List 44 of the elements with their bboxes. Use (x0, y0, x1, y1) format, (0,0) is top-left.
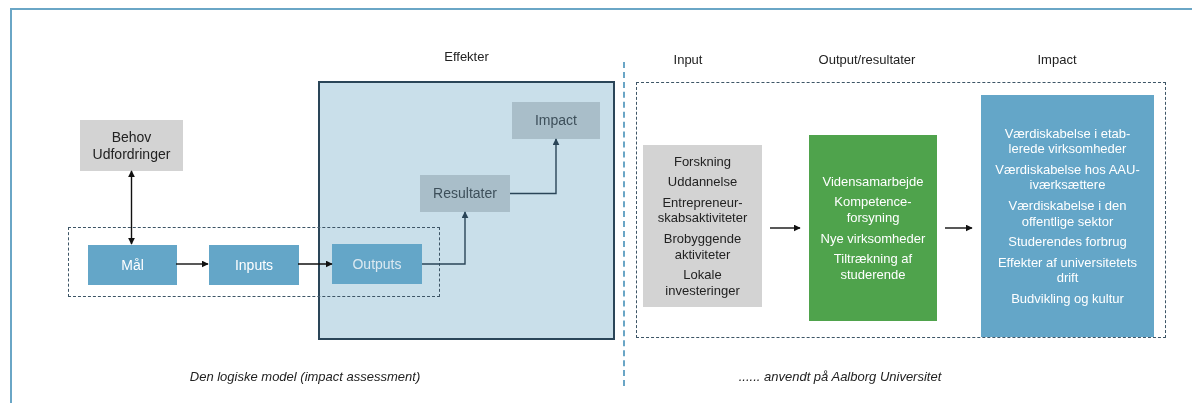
column-heading: Input (673, 52, 703, 67)
output-list-box (809, 135, 937, 321)
box-label: Inputs (234, 256, 274, 274)
list-item-text: Entrepreneur- skabsaktiviteter (656, 194, 749, 226)
list-item-text: Forskning (673, 153, 732, 170)
panel-heading: Effekter (444, 49, 489, 64)
list-item-text: Brobyggende aktiviteter (662, 231, 743, 263)
caption-text: ...... anvendt på Aalborg Universitet (738, 369, 942, 384)
process-box (209, 245, 299, 285)
arrow (175, 260, 209, 268)
box-label: Behov Udfordringer (91, 128, 172, 163)
input-list-box (643, 145, 762, 307)
list-item-text: Vidensamarbejde (822, 173, 924, 190)
list-item-text: Tiltrækning af studerende (832, 251, 914, 283)
list-item-text: Nye virksomheder (820, 230, 926, 247)
list-item-text: Værdiskabelse i den offentlige sektor (1007, 197, 1128, 230)
list-item-text: Værdiskabelse hos AAU-iværksættere (994, 161, 1141, 193)
list-item-text: Budvikling og kultur (1011, 290, 1124, 307)
box-label: Impact (535, 112, 577, 129)
process-box (512, 102, 600, 139)
list-item-text: Lokale investeringer (664, 267, 741, 299)
box-label: Mål (121, 256, 144, 274)
arrow (769, 224, 801, 232)
list-item-text: Uddannelse (667, 174, 738, 190)
list-item-text: Studerendes forbrug (1008, 234, 1127, 250)
arrow (297, 260, 333, 268)
box-label: Resultater (433, 185, 497, 202)
list-item-text: Værdiskabelse i etab- lerede virksomheder (1003, 125, 1132, 157)
arrow (128, 170, 135, 245)
column-heading: Impact (1037, 52, 1077, 67)
caption-text: Den logiske model (impact assessment) (189, 369, 421, 384)
column-heading: Output/resultater (818, 52, 916, 67)
process-box (88, 245, 177, 285)
arrow (509, 138, 560, 195)
process-box (332, 244, 422, 284)
dashed-group-box (636, 82, 1166, 338)
arrow (944, 224, 973, 232)
arrow (421, 211, 469, 265)
impact-list-box (981, 95, 1154, 337)
process-box (80, 120, 183, 171)
process-box (420, 175, 510, 212)
box-label: Outputs (352, 255, 402, 273)
list-item-text: Effekter af universitetets drift (996, 254, 1139, 286)
list-item-text: Kompetence- forsyning (833, 194, 913, 226)
